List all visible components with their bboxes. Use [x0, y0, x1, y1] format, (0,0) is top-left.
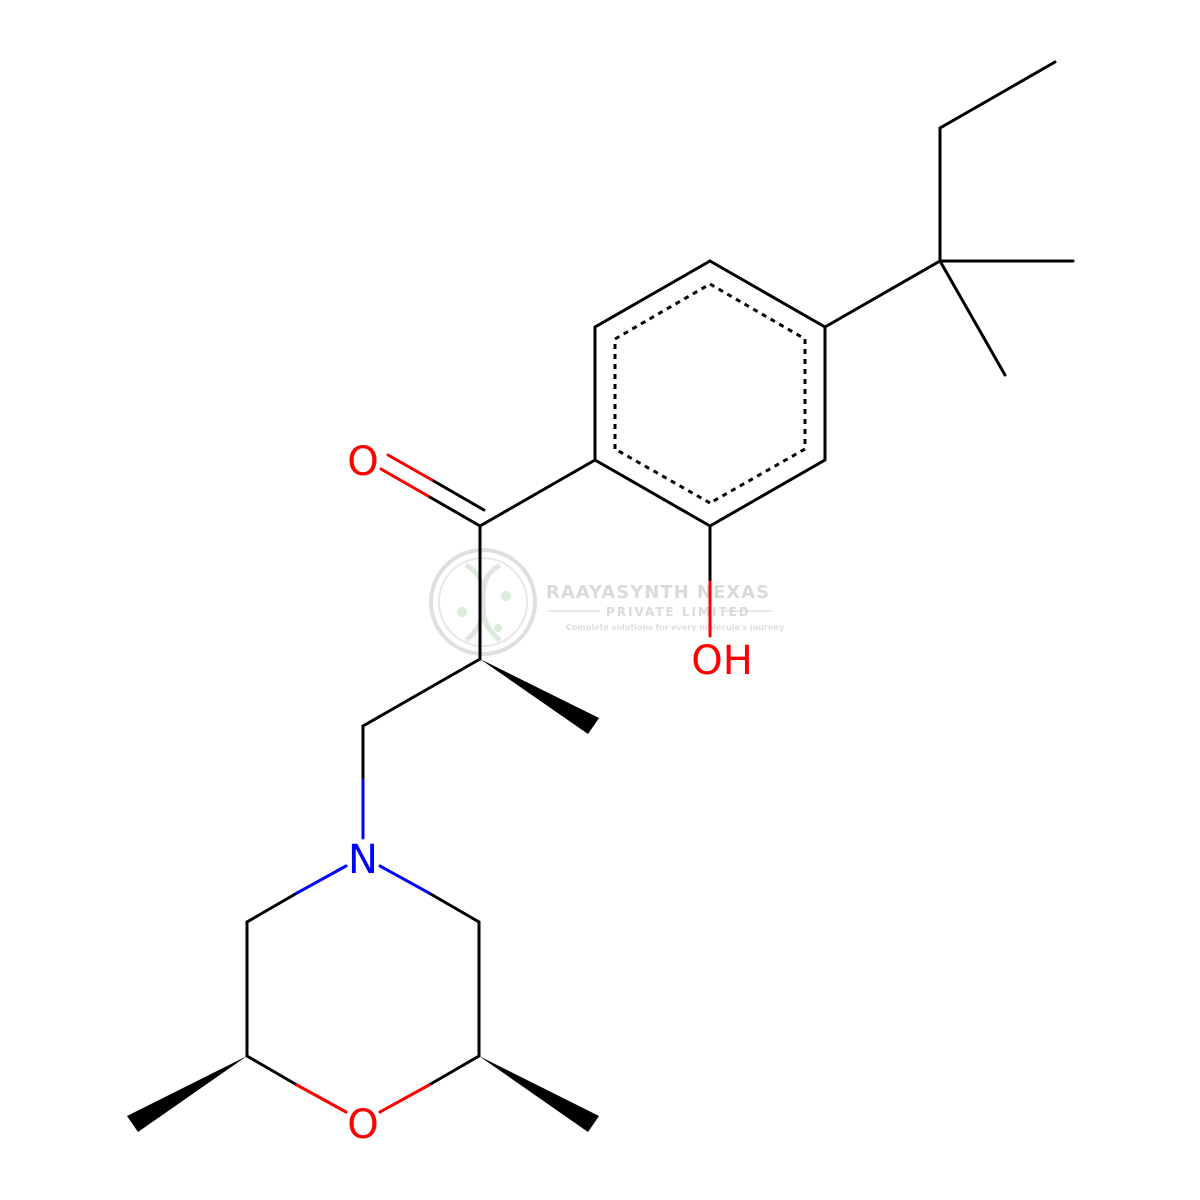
morpholine-bond: [245, 1054, 299, 1087]
ring-oxygen-label: O: [347, 1102, 378, 1148]
wedge-methyl-stereocenter: [480, 659, 599, 734]
bond-n-left-blue: [295, 864, 348, 895]
bond-n-right-blue: [378, 864, 431, 895]
hydroxyl-label: OH: [691, 638, 753, 684]
bond-ring-to-quaternary-carbon: [823, 259, 942, 329]
carbonyl-double-bond: [379, 453, 486, 528]
aromatic-dashes: [613, 282, 807, 505]
ring-bond: [708, 259, 827, 329]
watermark-company: RAAYASYNTH NEXAS: [546, 582, 770, 603]
morpholine-bond: [427, 1054, 481, 1087]
watermark-tagline: Complete solutions for every molecule's …: [566, 623, 785, 632]
wedge-bonds: [127, 659, 599, 1132]
bond-ch-to-ch2: [361, 657, 482, 728]
amine-nitrogen-label: N: [348, 837, 378, 883]
heteroatom-bonds: [295, 580, 712, 1114]
ring-bond: [593, 259, 712, 329]
bond-o-right-red: [378, 1083, 431, 1114]
wedge-methyl-left: [127, 1056, 247, 1132]
watermark-subtitle: PRIVATE LIMITED: [606, 605, 751, 619]
bond-ch2-to-ch3: [938, 60, 1057, 130]
atom-labels: O OH N O: [347, 439, 753, 1148]
bond-methyl-down: [938, 259, 1007, 377]
morpholine-bond: [245, 891, 299, 924]
watermark: RAAYASYNTH NEXAS PRIVATE LIMITED Complet…: [429, 548, 785, 656]
carbonyl-oxygen-label: O: [347, 439, 378, 485]
bond-o-left-red: [295, 1083, 348, 1114]
ring-bond: [708, 458, 827, 528]
watermark-logo-icon: [429, 548, 537, 656]
bond-ring-to-carbonyl: [478, 458, 597, 528]
morpholine-bond: [427, 891, 481, 924]
wedge-methyl-right: [479, 1056, 599, 1132]
ring-bond: [593, 458, 712, 528]
bonds: [245, 60, 1075, 1087]
